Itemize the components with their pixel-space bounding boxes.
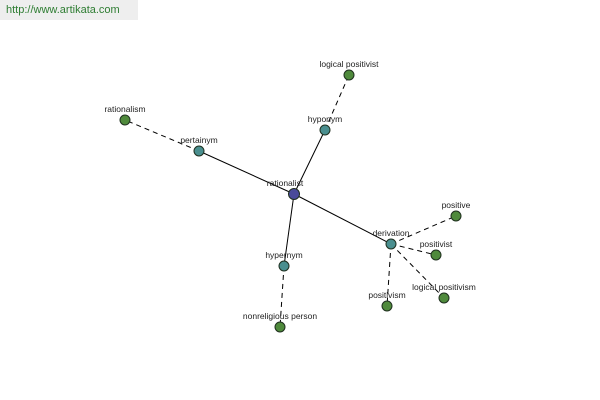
- leaf-node: [438, 292, 450, 304]
- relation-node: [278, 260, 290, 272]
- center-label: rationalist: [267, 178, 304, 188]
- leaf-edge: [279, 265, 285, 328]
- relation-edge: [198, 150, 295, 195]
- relation-edge: [293, 129, 326, 195]
- leaf-label: positive: [442, 200, 471, 210]
- leaf-node: [274, 321, 286, 333]
- relation-edge: [293, 193, 392, 245]
- relation-edge: [283, 193, 295, 267]
- leaf-label: positivist: [420, 239, 453, 249]
- leaf-edge: [390, 243, 437, 256]
- leaf-node: [450, 210, 462, 222]
- leaf-node: [119, 114, 131, 126]
- relation-label: hyponym: [308, 114, 343, 124]
- relation-label: pertainym: [180, 135, 217, 145]
- leaf-node: [430, 249, 442, 261]
- leaf-edge: [386, 243, 392, 307]
- leaf-label: nonreligious person: [243, 311, 317, 321]
- center-node: [288, 188, 300, 200]
- relation-node: [385, 238, 397, 250]
- relation-label: derivation: [373, 228, 410, 238]
- leaf-edge: [324, 74, 350, 131]
- relation-label: hypernym: [265, 250, 302, 260]
- leaf-label: logical positivism: [412, 282, 476, 292]
- leaf-label: logical positivist: [319, 59, 379, 69]
- leaf-label: positivism: [368, 290, 405, 300]
- leaf-edge: [390, 243, 445, 299]
- relation-node: [193, 145, 205, 157]
- leaf-node: [343, 69, 355, 81]
- leaf-label: rationalism: [104, 104, 145, 114]
- relation-node: [319, 124, 331, 136]
- leaf-node: [381, 300, 393, 312]
- watermark-url: http://www.artikata.com: [0, 0, 138, 20]
- leaf-edge: [124, 119, 200, 152]
- leaf-edge: [390, 215, 457, 245]
